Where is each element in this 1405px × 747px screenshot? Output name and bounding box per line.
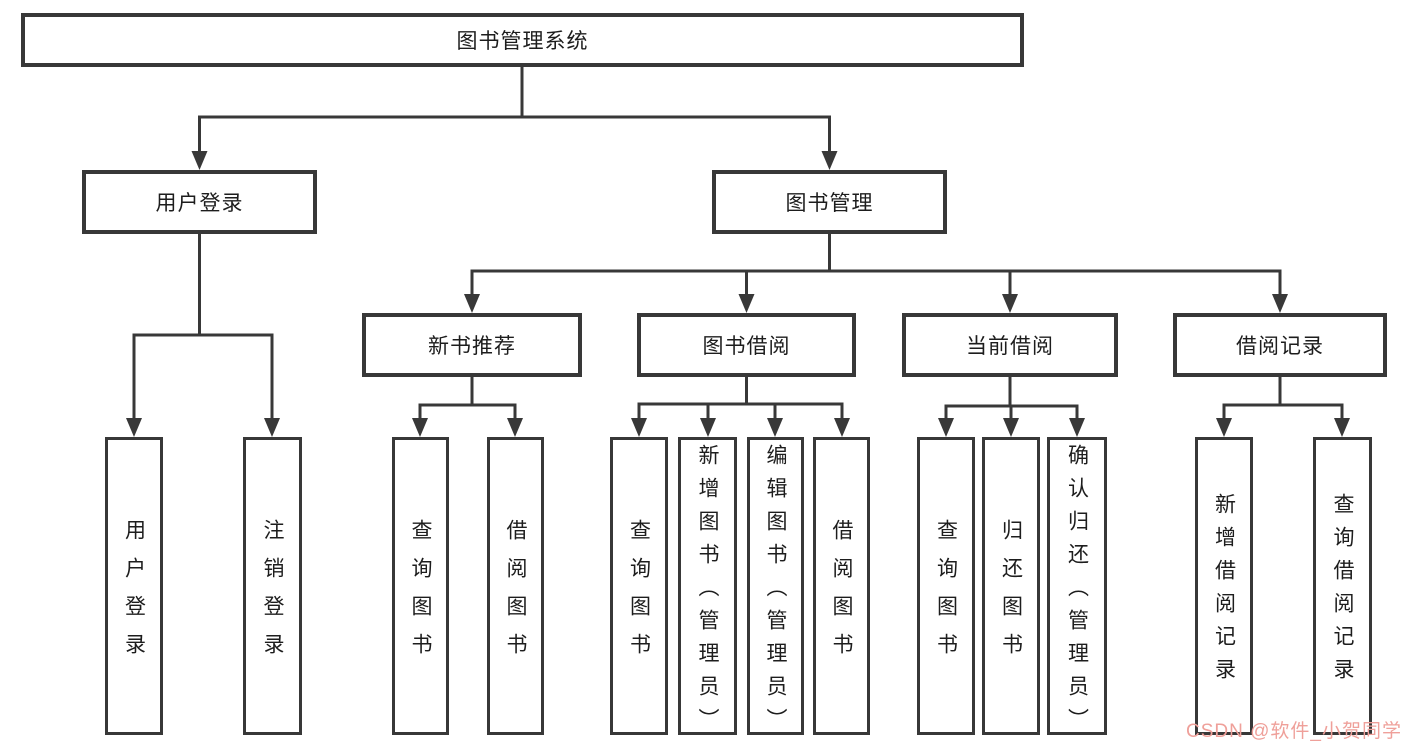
node-book-management: 图书管理 (712, 170, 947, 234)
node-label: 图书管理 (785, 192, 874, 215)
node-library-system: 图书管理系统 (21, 13, 1024, 67)
node-label: 用户登录 (155, 192, 244, 215)
node-label: 借阅图书 (830, 518, 853, 671)
new-book-rail-line (418, 403, 517, 423)
node-label: 新书推荐 (428, 335, 516, 358)
leaf-query-borrow-record: 查询借阅记录 (1313, 437, 1372, 735)
node-label: 注销登录 (261, 518, 284, 671)
node-label: 图书管理系统 (456, 30, 589, 53)
arrowhead (938, 418, 954, 437)
arrowhead (821, 151, 838, 170)
arrowhead (767, 418, 783, 437)
arrowhead (738, 294, 755, 313)
leaf-borrow-books: 借阅图书 (813, 437, 870, 735)
level2-rail-line (198, 115, 831, 154)
csdn-watermark: CSDN @软件_小贺同学 (1186, 721, 1402, 742)
node-label: 查询图书 (409, 518, 432, 671)
arrowhead (464, 294, 480, 313)
arrowhead (126, 418, 142, 437)
arrowhead (507, 418, 523, 437)
node-label: 借阅记录 (1236, 335, 1324, 358)
leaf-query-books-recommend: 查询图书 (392, 437, 449, 735)
node-new-book-recommend: 新书推荐 (362, 313, 582, 377)
node-label: 编辑图书（管理员） (764, 443, 787, 741)
leaf-edit-books-admin: 编辑图书（管理员） (747, 437, 804, 741)
arrowhead (1003, 418, 1019, 437)
book-borrow-rail-line (637, 402, 844, 423)
node-label: 确认归还（管理员） (1065, 443, 1089, 741)
leaf-logout-login: 注销登录 (243, 437, 302, 735)
node-label: 归还图书 (999, 518, 1023, 671)
arrowhead (1272, 294, 1288, 313)
arrowhead (1069, 418, 1085, 437)
leaf-query-books-current: 查询图书 (917, 437, 975, 735)
arrowhead (1216, 418, 1232, 437)
leaf-query-books-borrow: 查询图书 (610, 437, 668, 735)
node-label: 查询借阅记录 (1331, 493, 1354, 691)
node-label: 图书借阅 (702, 335, 791, 358)
node-user-login-branch: 用户登录 (82, 170, 317, 234)
arrowhead (412, 418, 428, 437)
arrowhead (700, 418, 716, 437)
node-current-borrowing: 当前借阅 (902, 313, 1118, 377)
arrowhead (191, 151, 208, 170)
node-label: 新增借阅记录 (1212, 493, 1236, 691)
node-label: 新增图书（管理员） (696, 443, 719, 741)
borrow-record-rail-line (1222, 403, 1344, 423)
node-label: 当前借阅 (966, 335, 1054, 358)
leaf-confirm-return-admin: 确认归还（管理员） (1047, 437, 1107, 741)
leaf-return-books: 归还图书 (982, 437, 1040, 735)
node-label: 查询图书 (627, 518, 651, 671)
arrowhead (1002, 294, 1018, 313)
node-label: 查询图书 (934, 518, 958, 671)
leaf-add-books-admin: 新增图书（管理员） (678, 437, 737, 741)
leaf-user-login: 用户登录 (105, 437, 163, 735)
user-login-rail-line (132, 333, 274, 423)
leaf-add-borrow-record: 新增借阅记录 (1195, 437, 1253, 735)
node-label: 用户登录 (122, 518, 146, 671)
arrowhead (834, 418, 850, 437)
node-book-borrowing: 图书借阅 (637, 313, 856, 377)
level3-rail-line (470, 269, 1282, 298)
node-label: 借阅图书 (504, 518, 527, 671)
leaf-borrow-books-recommend: 借阅图书 (487, 437, 544, 735)
arrowhead (264, 418, 280, 437)
arrowhead (1334, 418, 1350, 437)
arrowhead (631, 418, 647, 437)
node-borrowing-records: 借阅记录 (1173, 313, 1387, 377)
